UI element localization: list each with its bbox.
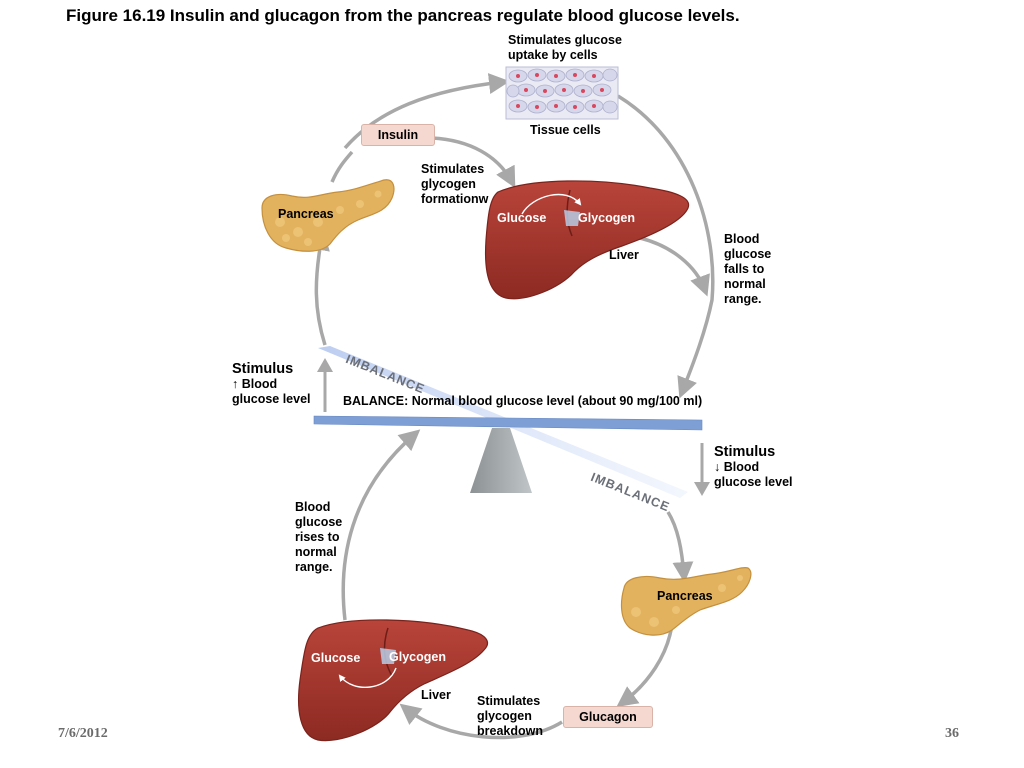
glycogen-formation-label: Stimulates glycogen formationw [421,162,489,206]
balance-label: BALANCE: Normal blood glucose level (abo… [343,394,702,408]
pancreas-image [261,179,395,252]
glycogen-label: Glycogen [578,211,635,225]
stimulus-heading: Stimulus [714,444,776,460]
stimulus-heading: Stimulus [232,361,294,377]
cycle-arrow-insulin-to-liver [431,136,516,189]
cycle-arrow-insulin-to-tissue [343,73,510,150]
up-arrow-icon: ↑ [232,377,239,391]
tissue-cells-image [505,66,619,120]
glucose-rises-label: Blood glucose rises to normal range. [295,500,343,574]
stimulus-arrow-down [694,443,710,496]
cycle-arrow-liver-to-falls [639,236,710,297]
cycle-arrow-pancreas-to-glucagon [616,623,674,708]
liver-label: Liver [421,688,451,702]
down-arrow-icon: ↓ [714,460,721,474]
cycle-arrow-stimulus-to-pancreas [309,229,330,346]
stimulus-description: ↓ Blood glucose level [714,460,793,489]
balance-heading: BALANCE: [343,394,409,408]
insulin-pill: Insulin [361,124,435,146]
footer-date: 7/6/2012 [58,726,108,741]
glucose-label: Glucose [311,651,361,665]
stimulus-description: ↑ Blood glucose level [232,377,311,406]
cycle-arrow-glucagon-to-liver [399,703,563,740]
uptake-label: Stimulates glucose uptake by cells [508,33,622,62]
glucose-falls-label: Blood glucose falls to normal range. [724,232,772,306]
cycle-arrow-pancreas-to-insulin [330,150,354,183]
cycle-arrow-liver-to-balance [341,429,421,621]
pancreas-label: Pancreas [657,589,713,603]
glucagon-pill: Glucagon [563,706,653,728]
cycle-arrow-imbalance-to-pancreas [666,511,694,583]
liver-label: Liver [609,248,639,262]
pancreas-image [620,567,752,636]
figure-title: Figure 16.19 Insulin and glucagon from t… [66,6,740,25]
stimulus-arrow-up [317,358,333,412]
tissue-cells-label: Tissue cells [530,123,601,137]
balance-text: Normal blood glucose level (about 90 mg/… [411,394,703,408]
balance-beam [313,415,703,431]
stimulus-fall: Stimulus ↓ Blood glucose level [714,444,798,490]
glycogen-label: Glycogen [389,650,446,664]
pancreas-label: Pancreas [278,207,334,221]
seesaw-fulcrum [470,428,532,493]
stimulus-rise: Stimulus ↑ Blood glucose level [232,361,316,407]
slide-number: 36 [945,726,959,741]
liver-image [297,619,489,742]
liver-image [484,180,690,300]
glycogen-breakdown-label: Stimulates glycogen breakdown [477,694,543,738]
cycle-arrow-tissue-to-balance [617,94,715,399]
glucose-label: Glucose [497,211,547,225]
